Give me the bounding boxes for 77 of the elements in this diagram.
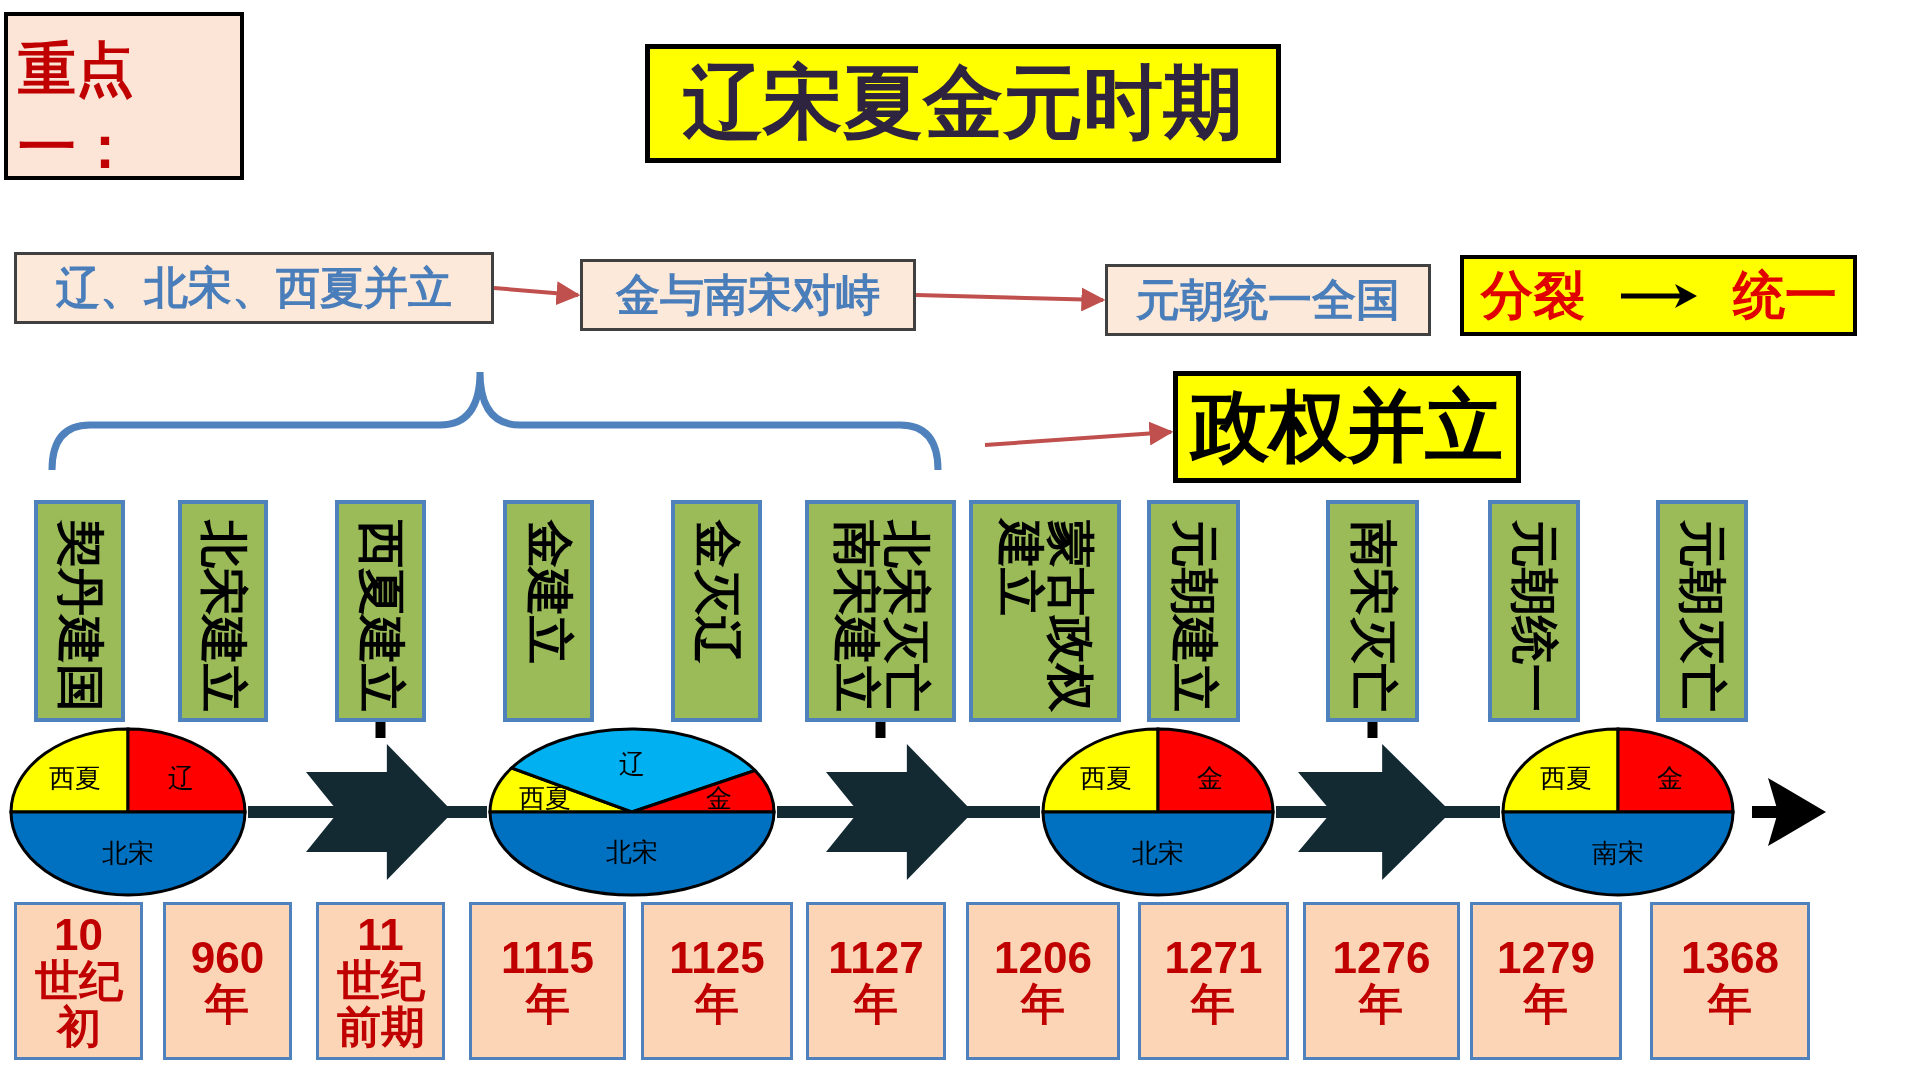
- conclusion-label: 政权并立: [1191, 380, 1503, 472]
- pie-label: 北宋: [102, 836, 154, 870]
- arrow: [915, 287, 1106, 312]
- year-label: 10世纪初: [33, 911, 124, 1051]
- block-arrow: [1276, 744, 1500, 880]
- block-arrow: [777, 744, 1040, 880]
- pie-label: 西夏: [1080, 761, 1133, 795]
- pie-label: 西夏: [1540, 761, 1593, 795]
- pie-label: 北宋: [606, 835, 658, 869]
- event-box: [969, 500, 1121, 722]
- trend-label: 分裂: [1480, 264, 1585, 326]
- period-box: [580, 259, 916, 331]
- period-box: [1105, 264, 1431, 336]
- event-label: 蒙古政权建立: [994, 520, 1096, 714]
- event-box: [335, 500, 426, 722]
- event-label: 北宋灭亡南宋建立: [830, 520, 931, 714]
- event-box: [503, 500, 594, 722]
- year-label: 1279年: [1497, 934, 1595, 1028]
- event-label: 契丹建国: [54, 520, 105, 714]
- pie-label: 金: [706, 781, 732, 815]
- pie-label: 辽: [619, 747, 645, 781]
- event-box: [1147, 500, 1240, 722]
- year-box: [1303, 902, 1460, 1060]
- event-label: 金建立: [523, 520, 574, 666]
- event-box: [1326, 500, 1419, 722]
- arrow: [984, 421, 1174, 447]
- year-box: [469, 902, 626, 1060]
- event-label: 元朝建立: [1168, 520, 1219, 714]
- pie-label: 西夏: [49, 761, 102, 795]
- year-label: 1125年: [669, 934, 765, 1028]
- year-label: 1271年: [1164, 934, 1263, 1028]
- year-box: [806, 902, 946, 1060]
- year-box: [641, 902, 793, 1060]
- pie-label: 辽: [167, 761, 194, 795]
- pie-label: 西夏: [519, 781, 571, 815]
- pie-label: 金: [1196, 761, 1223, 795]
- pie-label: 北宋: [1132, 836, 1184, 870]
- year-label: 11世纪前期: [335, 911, 426, 1051]
- period-box: [14, 252, 494, 324]
- year-box: [966, 902, 1120, 1060]
- key-point-box: [4, 12, 244, 180]
- period-label: 元朝统一全国: [1136, 273, 1400, 326]
- event-box: [34, 500, 125, 722]
- year-label: 1368年: [1681, 934, 1779, 1028]
- event-label: 元朝灭亡: [1676, 520, 1728, 714]
- event-box: [1656, 500, 1748, 722]
- trend-box: [1460, 255, 1857, 336]
- year-label: 960年: [190, 934, 265, 1028]
- event-label: 金灭辽: [691, 520, 742, 666]
- event-box: [671, 500, 762, 722]
- pie-label: 金: [1656, 761, 1683, 795]
- conclusion-box: [1173, 371, 1521, 483]
- year-label: 1127年: [828, 934, 924, 1028]
- event-box: [805, 500, 956, 722]
- event-label: 南宋灭亡: [1347, 520, 1398, 714]
- event-label: 元朝统一: [1508, 520, 1560, 714]
- year-label: 1206年: [994, 934, 1092, 1028]
- event-box: [1488, 500, 1580, 722]
- event-label: 西夏建立: [355, 520, 406, 714]
- year-box: [1650, 902, 1810, 1060]
- trend-label: 统一: [1732, 264, 1837, 326]
- year-box: [163, 902, 292, 1060]
- block-arrow: [248, 744, 487, 880]
- year-label: 1276年: [1332, 934, 1431, 1028]
- year-label: 1115年: [501, 934, 594, 1028]
- year-box: [14, 902, 143, 1060]
- title-banner: 辽宋夏金元时期: [645, 44, 1281, 163]
- period-label: 金与南宋对峙: [616, 268, 880, 321]
- year-box: [1470, 902, 1622, 1060]
- key-point-label: 重点一：: [18, 35, 135, 182]
- arrow: [493, 281, 581, 306]
- event-label: 北宋建立: [197, 520, 249, 714]
- period-label: 辽、北宋、西夏并立: [56, 261, 452, 314]
- year-box: [1138, 902, 1289, 1060]
- pie-label: 南宋: [1592, 836, 1644, 870]
- year-box: [316, 902, 445, 1060]
- event-box: [178, 500, 268, 722]
